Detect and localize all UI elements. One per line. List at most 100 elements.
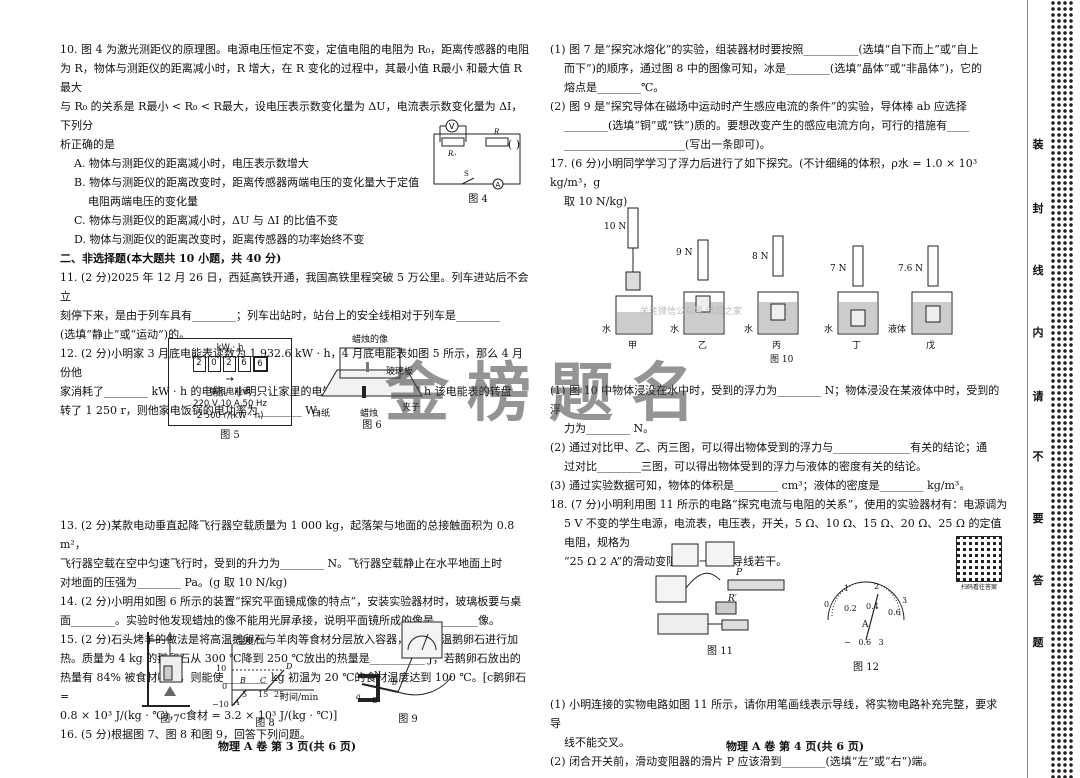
meter-digit: 2 — [222, 356, 236, 372]
rod-end-a-label: a — [356, 692, 361, 701]
setup-label: 丁 — [852, 341, 862, 351]
page-4-column: (1) 图 7 是“探究冰熔化”的实验，组装器材时要按照__________(选… — [550, 40, 1008, 771]
magnet-s-label: S — [372, 696, 378, 705]
buoyancy-diagram — [615, 207, 953, 335]
setup-label: 甲 — [628, 341, 638, 351]
q17-line1: 17. (6 分)小明同学学习了浮力后进行了如下探究。(不计细绳的体积，ρ水 =… — [550, 157, 978, 189]
dial-tick: 2 — [874, 582, 880, 591]
q14-line2: 面________。实验时他发现蜡烛的像不能用光屏承接，说明平面镜所成的像是__… — [60, 614, 500, 627]
figure-7-caption: 图 7 — [160, 714, 180, 725]
watermark-text: 金榜题名 — [385, 356, 713, 431]
dial-tick: 0.2 — [844, 604, 857, 613]
q16-1-line2: 而下”)的顺序，通过图 8 中的图像可知，冰是________(选填“晶体”或“… — [564, 62, 982, 75]
graph-y-tick: 0 — [222, 682, 228, 691]
dial-tick: 0 — [824, 600, 830, 609]
setup-label: 丙 — [772, 341, 782, 351]
q17-line2: 取 10 N/kg) — [564, 195, 628, 208]
liquid-label: 水 — [602, 325, 612, 335]
seal-char: 不 — [1032, 450, 1044, 463]
candle-label: 蜡烛 — [360, 409, 379, 419]
q17-3: (3) 通过实验数据可知，物体的体积是________ cm³；液体的密度是__… — [550, 479, 971, 492]
svg-text:V: V — [449, 122, 455, 131]
glass-plate-label: 玻璃板 — [386, 367, 414, 377]
melting-apparatus — [142, 632, 190, 707]
candle-image-label: 蜡烛的像 — [352, 335, 389, 345]
magnet-n-label: N — [374, 670, 381, 679]
q17-1-line1: (1) 图 10 中物体浸没在水中时，受到的浮力为________ N；物体浸没… — [550, 384, 1000, 416]
figure-6-mirror-setup: 蜡烛的像 玻璃板 白纸 蜡烛 夹子 图 6 — [312, 335, 432, 431]
spring-scale-reading: 8 N — [752, 252, 769, 262]
figure-12-ammeter: 0 1 2 3 0.2 0.4 0.6 A − 0.6 3 图 12 — [818, 580, 914, 673]
q16-2-line2: ________(选填“铜”或“铁”)质的。要想改变产生的感应电流方向，可行的措… — [564, 119, 970, 132]
qr-code-icon[interactable] — [956, 536, 1002, 582]
q10-line2: 为 R，物体与测距仪的距离减小时，R 增大，在 R 变化的过程中，其最小值 R最… — [60, 62, 522, 94]
q11-line1: 11. (2 分)2025 年 12 月 26 日，西延高铁开通，我国高铁里程突… — [60, 271, 529, 303]
figure-10-caption: 图 10 — [770, 355, 794, 365]
liquid-label: 水 — [824, 325, 834, 335]
q16-stem: 16. (5 分)根据图 7、图 8 和图 9，回答下列问题。 — [60, 728, 312, 741]
q11-line2: 刻停下来，是由于列车具有________；列车出站时，站台上的安全线相对于列车是… — [60, 309, 500, 322]
graph-point-label: D — [286, 662, 293, 671]
dial-tick: 1 — [844, 584, 850, 593]
rod-end-b-label: b — [392, 678, 398, 687]
meter-arrow-icon: ➙ — [225, 374, 235, 385]
figure-9-induction-setup: N S a b 图 9 — [352, 620, 464, 725]
seal-char: 线 — [1032, 264, 1044, 277]
figure-4-circuit: V R₀ R A S 图 4 — [430, 118, 526, 205]
graph-point-label: C — [260, 676, 267, 685]
circuit-diagram: V R₀ R A S — [433, 119, 521, 190]
experiment-circuit — [655, 541, 785, 635]
figure-9-caption: 图 9 — [398, 714, 418, 725]
answer-paren: ( ) — [507, 138, 520, 151]
figure-5-energy-meter: kW · h 2 0 2 6 6 ➙ 单相电能表 220 V 10 A 50 H… — [168, 338, 292, 441]
ammeter-terminals: − 0.6 3 — [844, 638, 884, 647]
q18-line2: 5 V 不变的学生电源，电流表，电压表，开关，5 Ω、10 Ω、15 Ω、20 … — [564, 517, 1002, 549]
spring-scale-reading: 7 N — [830, 264, 847, 274]
dial-unit: A — [862, 620, 869, 630]
q18-1-line1: (1) 小明连接的实物电路如图 11 所示，请你用笔画线表示导线，将实物电路补充… — [550, 698, 998, 730]
figure-11-circuit: P R′ 图 11 — [650, 540, 790, 657]
q16-1-line3: 熔点是________℃。 — [564, 81, 665, 94]
liquid-label: 液体 — [888, 325, 907, 335]
mirror-setup-diagram — [321, 347, 423, 398]
figure-12-caption: 图 12 — [853, 662, 879, 673]
temperature-graph — [231, 644, 314, 707]
page-3-column: 10. 图 4 为激光测距仪的原理图。电源电压恒定不变，定值电阻的电阻为 R₀，… — [60, 40, 530, 744]
meter-rate: 2 500 r/(kW · h) — [196, 411, 264, 421]
qr-code[interactable]: 扫码看往答案 — [956, 536, 1002, 591]
q13-line2: 飞行器空载在空中匀速飞行时，受到的升力为________ N。飞行器空载静止在水… — [60, 557, 503, 570]
dial-tick: 3 — [902, 596, 908, 605]
q13-line3: 对地面的压强为________ Pa。(g 取 10 N/kg) — [60, 576, 288, 589]
q13-line1: 13. (2 分)某款电动垂直起降飞行器空载质量为 1 000 kg，起落架与地… — [60, 519, 515, 551]
perforation-dots — [1050, 0, 1074, 778]
q10-line1: 10. 图 4 为激光测距仪的原理图。电源电压恒定不变，定值电阻的电阻为 R₀，… — [60, 43, 530, 56]
slider-p-label: P — [736, 568, 743, 578]
section-2-heading: 二、非选择题(本大题共 10 小题，共 40 分) — [60, 252, 282, 265]
graph-y-tick: −10 — [212, 700, 229, 709]
figure-4-caption: 图 4 — [468, 194, 488, 205]
q10-line4: 析正确的是 ( ) — [60, 135, 530, 154]
figure-5-caption: 图 5 — [220, 430, 240, 441]
q17-2-line1: (2) 通过对比甲、乙、丙三图，可以得出物体受到的浮力与____________… — [550, 441, 988, 454]
seal-char: 答 — [1032, 574, 1044, 587]
faint-watermark-text: 关注微信公众号 试题之家 — [640, 307, 742, 317]
figure-7-melting-setup: 图 7 — [140, 626, 200, 725]
meter-digit: 6 — [237, 356, 251, 372]
svg-text:R: R — [493, 128, 500, 136]
meter-unit: kW · h — [216, 343, 244, 353]
page-4-footer: 物理 A 卷 第 4 页(共 6 页) — [726, 740, 865, 753]
binding-margin: 装 封 线 内 请 不 要 答 题 — [1027, 0, 1080, 778]
q12-line3: 转了 1 250 r，则他家电饭锅的电功率为________ W。 — [60, 404, 328, 417]
svg-text:A: A — [496, 181, 501, 189]
meter-digit: 0 — [207, 356, 221, 372]
svg-text:S: S — [464, 170, 469, 178]
figure-10-buoyancy: 10 N 9 N 8 N 7 N 7.6 N 水 水 水 水 液体 甲 乙 丙 … — [598, 206, 968, 366]
clip-label: 夹子 — [402, 403, 421, 413]
meter-digits: 2 0 2 6 6 — [173, 356, 287, 372]
ammeter-dial — [827, 581, 905, 641]
graph-point-label: A — [234, 698, 240, 707]
q16-1-line1: (1) 图 7 是“探究冰熔化”的实验，组装器材时要按照__________(选… — [550, 43, 979, 56]
q10-stem-end: 析正确的是 — [60, 138, 115, 151]
graph-y-tick: 10 — [216, 664, 227, 673]
